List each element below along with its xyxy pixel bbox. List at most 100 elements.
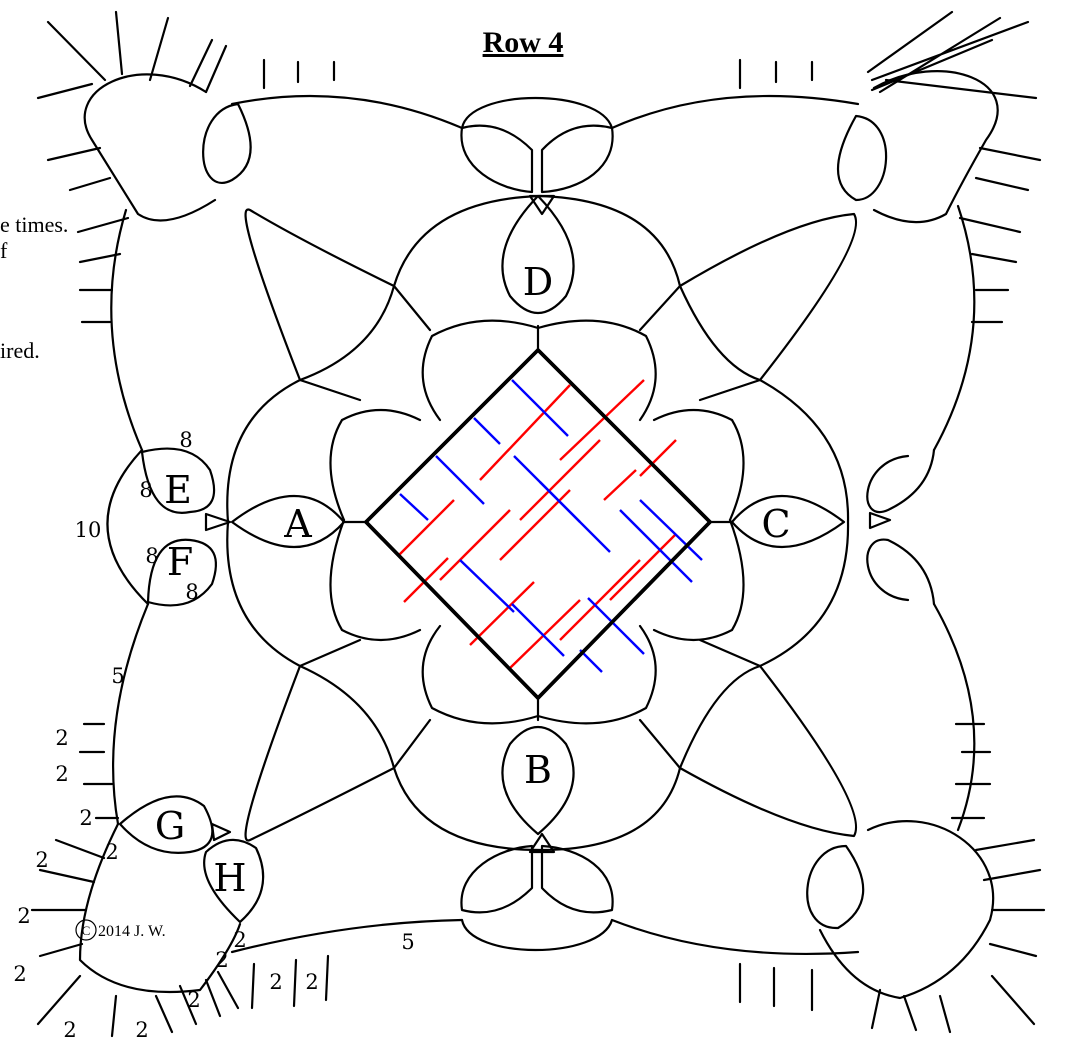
inner-petal-left-l — [329, 518, 422, 642]
count-picot: 2 — [233, 928, 246, 952]
count-picot: 2 — [187, 988, 200, 1012]
weave-red-line — [469, 581, 535, 646]
weave-red-line — [439, 509, 511, 581]
outer-chains — [106, 94, 976, 956]
weave-blue-line — [435, 455, 485, 505]
weave-red-line — [609, 533, 677, 601]
right-ring-lower — [866, 538, 936, 606]
ring-label-d: D — [523, 260, 553, 304]
count-picot: 2 — [269, 970, 282, 994]
count-picot: 2 — [135, 1018, 148, 1039]
ring-b — [501, 726, 575, 836]
count-f-side: 8 — [145, 544, 158, 568]
petal-ur — [678, 212, 858, 382]
weave-red-line — [519, 439, 601, 521]
petal-bottom-arc — [392, 766, 682, 852]
inner-petal-right-l — [652, 518, 745, 642]
weave-blue-line — [619, 509, 693, 583]
ring-label-a: A — [283, 502, 312, 546]
chain-bottom-left — [230, 918, 464, 954]
weave-red-line — [559, 379, 645, 461]
corner-ring-tl-outer — [83, 73, 217, 222]
inner-petals — [329, 319, 745, 725]
inner-petal-left-u — [329, 408, 422, 522]
svg-text:C: C — [82, 923, 91, 938]
stitch-counts: 8 8 10 8 8 5 5 2 2 2 2 2 2 2 2 2 2 2 2 2… — [13, 428, 414, 1039]
ring-g — [118, 795, 214, 854]
bottom-ring-left — [460, 844, 534, 914]
chain-right-upper — [932, 204, 976, 452]
labelled-rings: A C D B E F G H — [118, 194, 846, 924]
ring-label-f: F — [167, 540, 193, 584]
corner-ring-tl-inner — [202, 102, 252, 184]
top-ring-left — [460, 124, 534, 194]
bottom-band — [460, 918, 614, 951]
ring-label-e: E — [164, 468, 192, 512]
gh-joining-picot — [210, 822, 232, 842]
weave-red-line — [403, 557, 449, 603]
copyright: C 2014 J. W. — [75, 919, 166, 941]
copyright-text: 2014 J. W. — [98, 923, 166, 940]
side-rings — [460, 97, 936, 951]
count-picot: 2 — [55, 726, 68, 750]
count-chain-left: 5 — [111, 664, 124, 688]
count-f-bottom: 8 — [185, 580, 198, 604]
inner-petal-right-u — [652, 408, 745, 522]
ring-label-c: C — [761, 502, 790, 546]
count-picot: 2 — [55, 762, 68, 786]
count-picot: 2 — [17, 904, 30, 928]
count-picot: 2 — [63, 1018, 76, 1039]
right-joining-picot — [868, 511, 892, 530]
corner-ring-tr-outer — [872, 70, 999, 224]
weave-red-line — [639, 439, 677, 477]
note-line-3: ired. — [0, 338, 40, 363]
petal-lr — [678, 664, 858, 838]
ring-h — [203, 838, 265, 924]
chain-top-left — [230, 94, 464, 130]
ring-d — [501, 194, 575, 314]
weave-blue-line — [459, 559, 515, 613]
count-picot: 2 — [305, 970, 318, 994]
chain-left-lower — [112, 602, 150, 826]
ring-label-g: G — [155, 804, 185, 848]
picot-ticks — [30, 10, 1046, 1038]
petal-ul — [244, 208, 396, 382]
count-picot: 2 — [13, 962, 26, 986]
top-band — [460, 97, 614, 130]
count-chain-bottom: 5 — [401, 930, 414, 954]
weave-blue-line — [539, 481, 611, 553]
square-frame — [363, 347, 713, 701]
weave-red-line — [603, 469, 637, 501]
inner-petal-bot-l — [421, 624, 540, 725]
petal-ll — [244, 664, 396, 842]
weave-blue-line — [639, 499, 703, 561]
weave-blue-line — [399, 493, 429, 521]
petal-top-arc — [392, 194, 682, 288]
count-picot: 2 — [79, 806, 92, 830]
count-picot: 2 — [35, 848, 48, 872]
centre-square — [363, 347, 713, 701]
top-ring-right — [540, 124, 614, 194]
ring-label-b: B — [524, 748, 552, 792]
diagram-title: Row 4 — [483, 26, 564, 59]
chain-top-right — [610, 94, 860, 130]
ring-f — [146, 538, 217, 607]
chain-right-lower — [932, 602, 976, 832]
chain-left-upper — [110, 208, 144, 452]
petal-right-arc — [758, 378, 850, 668]
inner-petal-top-r — [536, 319, 657, 422]
count-picot: 2 — [105, 840, 118, 864]
ring-e — [140, 447, 216, 514]
corner-ring-bl-outer — [78, 822, 242, 994]
count-e-top: 8 — [179, 428, 192, 452]
weave-blue-line — [511, 603, 565, 657]
right-ring-upper — [866, 448, 936, 514]
note-line-2: f — [0, 238, 8, 263]
bottom-ring-right — [540, 844, 614, 914]
chain-ef — [106, 448, 150, 606]
corner-ring-br-inner — [806, 844, 865, 930]
weave-blue-line — [587, 597, 645, 655]
weave-lines — [397, 379, 703, 673]
ef-joining-picot — [204, 512, 232, 532]
